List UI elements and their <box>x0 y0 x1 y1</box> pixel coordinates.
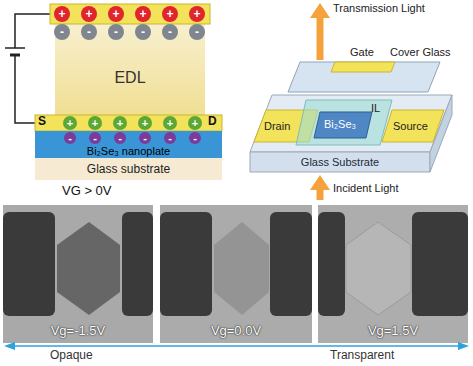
charge-symbol: + <box>81 6 97 22</box>
charge-symbol: - <box>54 24 70 40</box>
part-label: Source <box>393 120 428 133</box>
charge-symbol: - <box>139 132 151 144</box>
voltage-label: VG > 0V <box>62 184 112 199</box>
charge-symbol: + <box>188 116 202 130</box>
charge-symbol: - <box>108 24 124 40</box>
charge-symbol: + <box>63 116 77 130</box>
part-label: Bi₂Se₃ <box>324 118 356 131</box>
light-label: Incident Light <box>333 182 398 195</box>
node-text: Vg=1.5V <box>368 323 418 338</box>
micrograph-panel: Vg=0.0V <box>160 205 312 343</box>
part-label: IL <box>371 102 380 115</box>
node-text: Glass substrate <box>87 162 170 176</box>
part-label: Cover Glass <box>390 46 451 59</box>
charge-symbol: - <box>189 132 201 144</box>
node-text: Bi₂Se₃ nanoplate <box>87 145 170 157</box>
node-text: EDL <box>114 69 145 87</box>
part-label: Drain <box>264 120 290 133</box>
charge-symbol: - <box>162 24 178 40</box>
substrate-face: Glass Substrate <box>250 152 430 172</box>
charge-symbol: - <box>135 24 151 40</box>
scale-label: Opaque <box>50 349 93 363</box>
terminal-label: D <box>208 115 217 129</box>
node-text: Vg=-1.5V <box>51 323 106 338</box>
edl-region: EDL <box>55 40 205 115</box>
charge-symbol: + <box>163 116 177 130</box>
charge-symbol: + <box>113 116 127 130</box>
charge-symbol: + <box>135 6 151 22</box>
charge-symbol: - <box>189 24 205 40</box>
substrate-layer: Glass substrate <box>35 158 222 180</box>
scale-label: Transparent <box>330 349 394 363</box>
charge-symbol: + <box>162 6 178 22</box>
charge-symbol: + <box>108 6 124 22</box>
light-label: Transmission Light <box>333 2 425 15</box>
part-label: Gate <box>350 46 374 59</box>
charge-symbol: + <box>138 116 152 130</box>
micrograph-panel: Vg=1.5V <box>318 205 468 343</box>
charge-symbol: + <box>88 116 102 130</box>
node-text: Vg=0.0V <box>211 323 261 338</box>
charge-symbol: - <box>164 132 176 144</box>
charge-symbol: - <box>89 132 101 144</box>
charge-symbol: - <box>64 132 76 144</box>
micrograph-panel: Vg=-1.5V <box>3 205 153 343</box>
charge-symbol: + <box>189 6 205 22</box>
node-text: Glass Substrate <box>301 156 379 168</box>
terminal-label: S <box>38 115 46 129</box>
charge-symbol: - <box>114 132 126 144</box>
charge-symbol: + <box>54 6 70 22</box>
charge-symbol: - <box>81 24 97 40</box>
